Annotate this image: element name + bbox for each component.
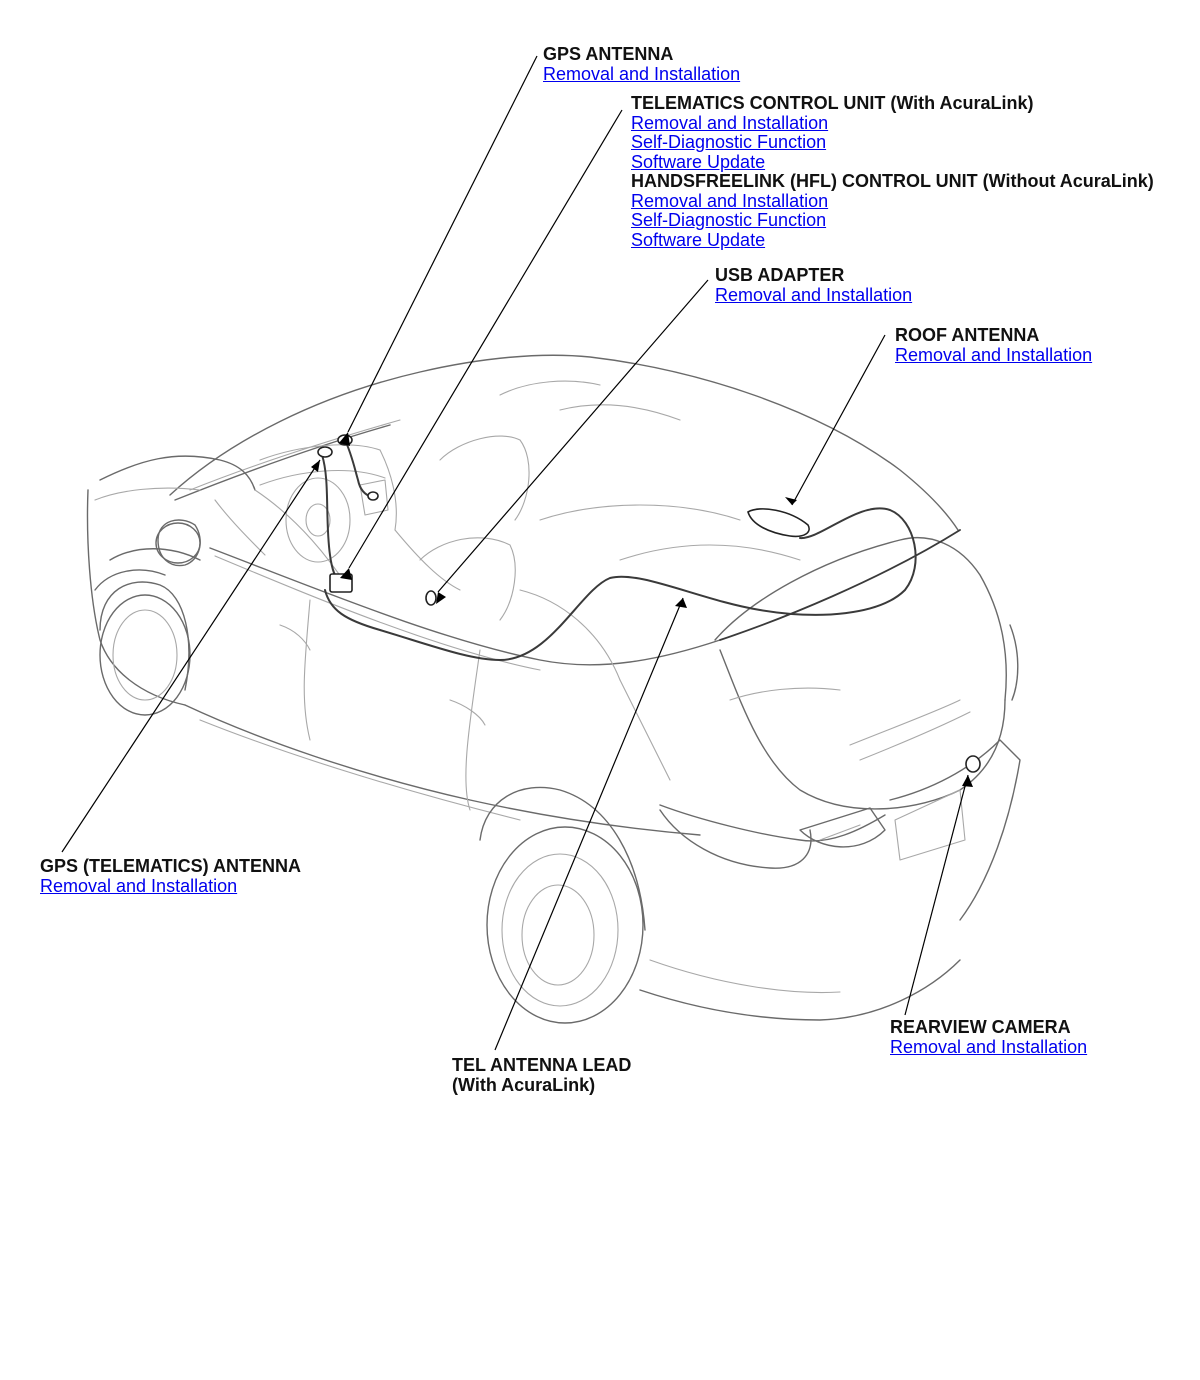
callout-title: USB ADAPTER	[715, 265, 845, 285]
callout-gps-antenna: GPS ANTENNA Removal and Installation	[543, 44, 741, 84]
hfl-software-update-link[interactable]: Software Update	[631, 229, 766, 250]
roof-antenna-removal-link[interactable]: Removal and Installation	[895, 344, 1093, 365]
callout-title: ROOF ANTENNA	[895, 325, 1040, 345]
roof-antenna-icon	[747, 508, 810, 538]
callout-title: GPS ANTENNA	[543, 44, 674, 64]
callout-title-hfl: HANDSFREELINK (HFL) CONTROL UNIT (Withou…	[631, 171, 1154, 191]
gps-telematics-antenna-icon	[317, 446, 333, 458]
vehicle-outline	[86, 354, 1021, 1024]
callout-title: REARVIEW CAMERA	[890, 1017, 1071, 1037]
telematics-self-diagnostic-link[interactable]: Self-Diagnostic Function	[631, 132, 827, 152]
callout-title: TELEMATICS CONTROL UNIT (With AcuraLink)	[631, 93, 1034, 113]
grommet-icon	[367, 491, 379, 501]
callout-rearview-camera: REARVIEW CAMERA Removal and Installation	[890, 1017, 1088, 1057]
callout-tel-antenna-lead: TEL ANTENNA LEAD (With AcuraLink)	[452, 1055, 632, 1095]
telematics-software-update-link[interactable]: Software Update	[631, 151, 766, 172]
rearview-camera-removal-link[interactable]: Removal and Installation	[890, 1036, 1088, 1057]
hfl-removal-link[interactable]: Removal and Installation	[631, 190, 829, 211]
gps-telematics-removal-link[interactable]: Removal and Installation	[40, 875, 238, 896]
usb-adapter-removal-link[interactable]: Removal and Installation	[715, 284, 913, 305]
arrowheads	[311, 432, 973, 787]
callout-title: TEL ANTENNA LEAD	[452, 1055, 632, 1075]
callout-gps-telematics-antenna: GPS (TELEMATICS) ANTENNA Removal and Ins…	[40, 856, 301, 896]
callout-roof-antenna: ROOF ANTENNA Removal and Installation	[895, 325, 1093, 365]
callout-usb-adapter: USB ADAPTER Removal and Installation	[715, 265, 913, 305]
callout-subtitle: (With AcuraLink)	[452, 1074, 596, 1095]
components	[317, 434, 981, 773]
wiring-harness	[321, 439, 917, 662]
leader-lines	[61, 55, 969, 1051]
gps-antenna-removal-link[interactable]: Removal and Installation	[543, 63, 741, 84]
usb-adapter-icon	[425, 590, 437, 606]
callout-title: GPS (TELEMATICS) ANTENNA	[40, 856, 301, 876]
telematics-removal-link[interactable]: Removal and Installation	[631, 112, 829, 133]
callout-telematics-unit: TELEMATICS CONTROL UNIT (With AcuraLink)…	[631, 93, 1154, 250]
hfl-self-diagnostic-link[interactable]: Self-Diagnostic Function	[631, 210, 827, 230]
rearview-camera-icon	[965, 755, 981, 773]
